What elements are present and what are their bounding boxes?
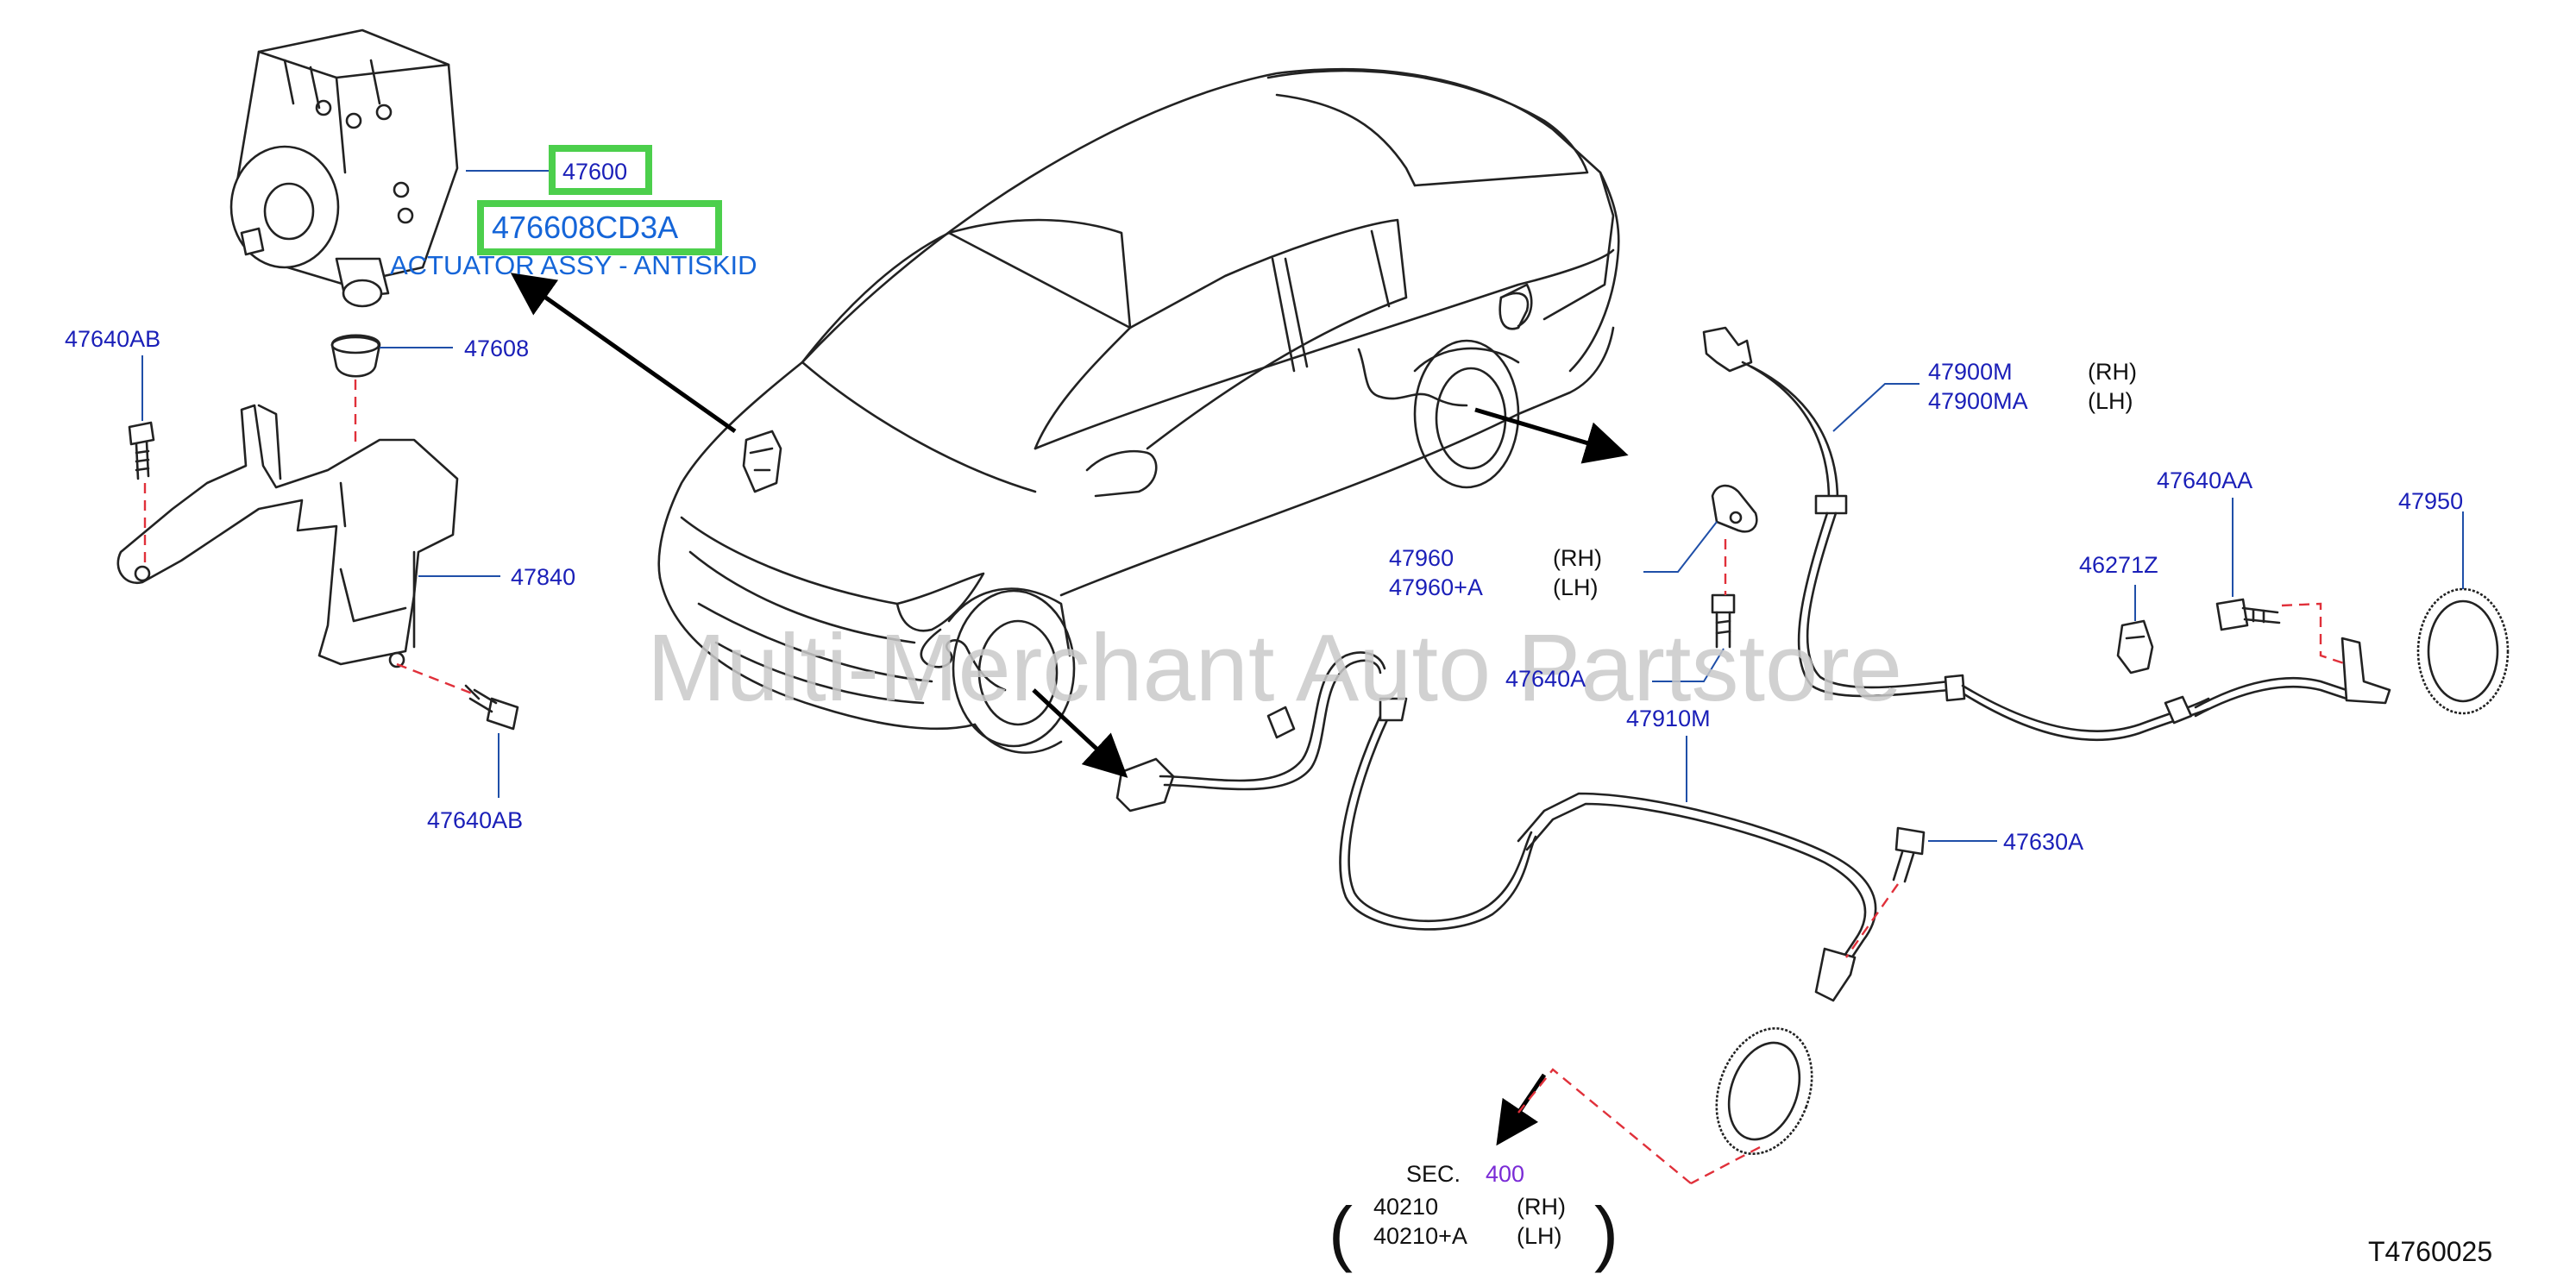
highlight-box-47600 [549,145,652,195]
part-label-47900m[interactable]: 47900M [1928,359,2013,385]
part-label-47608[interactable]: 47608 [464,336,529,361]
bolt-47640ab-bottom-illustration [464,684,519,731]
side-rh-47960: (RH) [1553,545,1602,571]
part-label-47840[interactable]: 47840 [511,564,575,590]
figure-code: T4760025 [2368,1236,2492,1267]
actuator-bracket-illustration [116,404,459,668]
sensor-rotor-47950-illustration [2416,587,2510,715]
leader-lines [141,170,2464,842]
section-open-paren: ( [1329,1192,1353,1273]
part-label-47960[interactable]: 47960 [1389,545,1454,571]
side-lh-40210: (LH) [1517,1223,1562,1249]
part-label-47600[interactable]: 47600 [562,159,627,185]
part-label-476608cd3a[interactable]: 476608CD3A [492,210,678,245]
side-lh-47960: (LH) [1553,574,1599,600]
part-label-47630a[interactable]: 47630A [2003,829,2083,855]
side-rh-40210: (RH) [1517,1194,1566,1220]
section-ref-number[interactable]: 400 [1486,1161,1524,1187]
part-label-46271z[interactable]: 46271Z [2079,552,2158,578]
abs-actuator-illustration [229,28,459,308]
part-label-47950[interactable]: 47950 [2398,488,2463,514]
assembly-dash-lines [143,380,2347,1185]
part-label-47910m[interactable]: 47910M [1626,706,1711,731]
front-sensor-rotor-illustration [1715,1027,1813,1155]
watermark-text: Multi-Merchant Auto Partstore [647,615,1902,721]
actuator-description: ACTUATOR ASSY - ANTISKID [390,250,757,280]
part-label-40210[interactable]: 40210 [1373,1194,1438,1220]
part-label-47640aa[interactable]: 47640AA [2157,467,2252,493]
section-ref-label: SEC. [1406,1161,1461,1187]
part-label-47960a[interactable]: 47960+A [1389,574,1483,600]
section-close-paren: ) [1594,1192,1618,1273]
rear-sensor-47900m-illustration [1702,326,2391,742]
vehicle-outline [657,67,1620,754]
bolt-47630a-illustration [1892,826,1926,883]
bolt-47640ab-top-illustration [128,421,155,480]
part-label-47640ab-top[interactable]: 47640AB [65,326,160,352]
part-label-47900ma[interactable]: 47900MA [1928,388,2028,414]
front-sensor-47910m-illustration [1115,651,1877,1002]
part-label-47640a[interactable]: 47640A [1505,666,1586,692]
side-rh-47900: (RH) [2088,359,2137,385]
bolt-47640aa-illustration [2215,598,2281,631]
bolt-47640a-illustration [1711,593,1736,649]
part-label-40210a[interactable]: 40210+A [1373,1223,1467,1249]
part-label-47640ab-bottom[interactable]: 47640AB [427,807,523,833]
bracket-47960-illustration [1711,484,1758,533]
grommet-47608-illustration [330,334,381,378]
callout-arrows [510,273,1629,1146]
highlight-box-476608cd3a [477,200,722,255]
side-lh-47900: (LH) [2088,388,2133,414]
clip-46271z-illustration [2116,619,2154,675]
